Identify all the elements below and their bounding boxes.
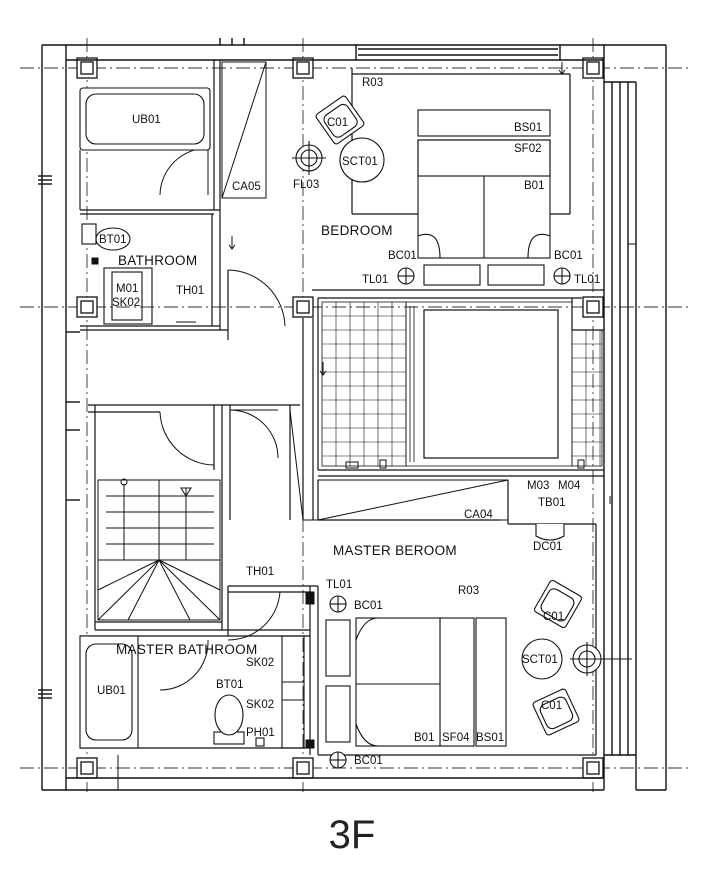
tag-c01: C01 <box>327 117 348 129</box>
bedroom-furniture <box>292 95 571 286</box>
floor-label: 3F <box>329 813 376 857</box>
column <box>582 296 604 318</box>
tag-sk02: SK02 <box>246 699 274 711</box>
room-label-bathroom: BATHROOM <box>118 253 197 268</box>
bed-footboard <box>439 617 475 747</box>
doors <box>159 147 318 691</box>
tag-bt01: BT01 <box>216 679 244 691</box>
nightstand <box>423 264 481 286</box>
room-label-master-bathroom: MASTER BATHROOM <box>116 642 258 657</box>
armchair <box>532 688 580 736</box>
tag-sk02: SK02 <box>112 297 140 309</box>
closet-lines <box>221 61 509 521</box>
room-labels: BEDROOM BATHROOM MASTER BEROOM MASTER BA… <box>116 223 457 657</box>
tag-tl01: TL01 <box>362 274 388 286</box>
misc-marks <box>91 62 636 790</box>
desk-chair <box>535 524 565 541</box>
tag-sct01: SCT01 <box>342 156 378 168</box>
bed <box>355 617 441 747</box>
tag-r03: R03 <box>458 585 479 597</box>
tag-c01: C01 <box>541 700 562 712</box>
tag-m03: M03 <box>527 480 549 492</box>
tag-sct01: SCT01 <box>522 654 558 666</box>
tag-bc01: BC01 <box>354 755 383 767</box>
bench <box>417 109 551 137</box>
door-swing <box>159 411 215 466</box>
bathtub <box>79 87 211 151</box>
bathroom-fixtures <box>79 87 305 749</box>
tag-bs01: BS01 <box>514 122 542 134</box>
tag-ca04: CA04 <box>464 509 493 521</box>
tag-b01: B01 <box>524 180 544 192</box>
vanity <box>281 635 305 749</box>
bench <box>475 617 507 747</box>
door-swing <box>159 147 209 196</box>
column <box>76 296 98 318</box>
column <box>292 296 314 318</box>
tag-ca05: CA05 <box>232 181 261 193</box>
tag-sf04: SF04 <box>442 732 470 744</box>
tag-sf02: SF02 <box>514 143 542 155</box>
bathtub <box>79 635 139 749</box>
tag-bc01: BC01 <box>388 250 417 262</box>
tag-bs01: BS01 <box>476 732 504 744</box>
tag-ub01: UB01 <box>132 114 161 126</box>
wardrobe-grid <box>321 301 603 467</box>
column <box>76 57 98 79</box>
door-swing <box>227 269 286 327</box>
exterior-walls <box>38 38 667 791</box>
tag-tl01: TL01 <box>326 579 352 591</box>
tag-th01: TH01 <box>246 566 274 578</box>
tag-th01: TH01 <box>176 285 204 297</box>
column <box>582 57 604 79</box>
tag-b01: B01 <box>414 732 434 744</box>
tag-r03: R03 <box>362 77 383 89</box>
door-swing <box>159 639 209 691</box>
column <box>292 757 314 779</box>
tag-bt01: BT01 <box>99 234 127 246</box>
tag-sk02: SK02 <box>246 657 274 669</box>
door-swing <box>229 409 279 459</box>
master-bedroom-furniture <box>325 524 632 769</box>
structural-columns <box>76 57 604 779</box>
vanity <box>103 267 153 325</box>
tag-fl03: FL03 <box>293 179 319 191</box>
item-tags: UB01 CA05 R03 C01 SCT01 FL03 BS01 SF02 B… <box>97 77 600 767</box>
tag-bc01: BC01 <box>354 600 383 612</box>
nightstand <box>325 619 351 677</box>
tag-tl01: TL01 <box>574 274 600 286</box>
stairs <box>97 478 221 621</box>
tag-ub01: UB01 <box>97 685 126 697</box>
tag-dc01: DC01 <box>533 541 562 553</box>
column <box>292 57 314 79</box>
tag-ph01: PH01 <box>246 727 275 739</box>
room-label-bedroom: BEDROOM <box>321 223 393 238</box>
toilet <box>81 223 97 245</box>
column <box>582 757 604 779</box>
side-table <box>339 137 385 183</box>
tag-bc01: BC01 <box>554 250 583 262</box>
tile-pattern <box>322 302 602 466</box>
tag-tb01: TB01 <box>538 497 566 509</box>
door-swing <box>227 591 281 641</box>
tag-c01: C01 <box>543 611 564 623</box>
column <box>76 757 98 779</box>
nightstand <box>487 264 545 286</box>
side-table <box>521 638 563 680</box>
armchair <box>315 95 365 145</box>
tag-m04: M04 <box>558 480 581 492</box>
nightstand <box>325 685 351 743</box>
armchair <box>533 579 583 629</box>
room-label-master-bedroom: MASTER BEROOM <box>333 543 457 558</box>
tag-m01: M01 <box>116 283 138 295</box>
